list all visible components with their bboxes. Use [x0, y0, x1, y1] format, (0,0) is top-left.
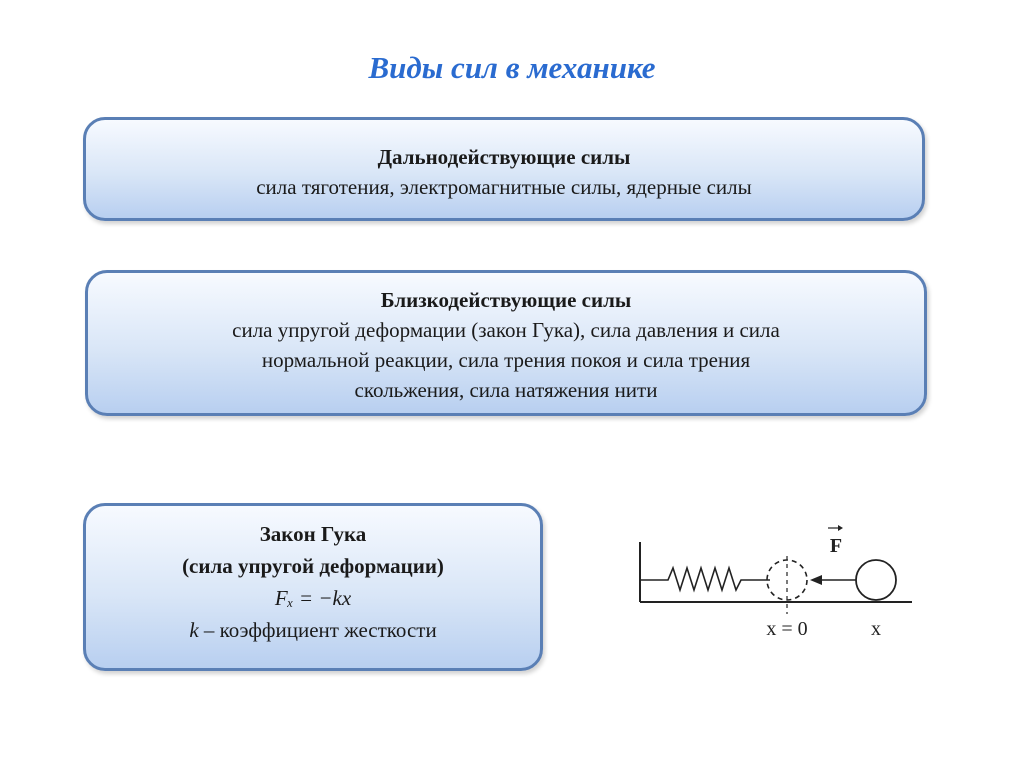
long-range-heading: Дальнодействующие силы: [377, 145, 631, 169]
spring-diagram: F x = 0 x: [639, 525, 912, 640]
hooke-subheading: (сила упругой деформации): [182, 554, 444, 578]
stiffness-text: – коэффициент жесткости: [198, 618, 437, 642]
long-range-forces-box: Дальнодействующие силы сила тяготения, э…: [83, 117, 925, 221]
short-range-line-2: нормальной реакции, сила трения покоя и …: [261, 348, 751, 372]
hooke-heading: Закон Гука: [259, 522, 367, 546]
short-range-line-3: скольжения, сила натяжения нити: [354, 378, 658, 402]
short-range-heading: Близкодействующие силы: [380, 288, 632, 312]
force-arrow-head-icon: [810, 575, 822, 585]
stiffness-line: k – коэффициент жесткости: [86, 614, 540, 646]
slide-title: Виды сил в механике: [368, 50, 656, 85]
hooke-law-box: Закон Гука (сила упругой деформации) Fₓ …: [83, 503, 543, 671]
stiffness-symbol: k: [189, 618, 199, 642]
force-label: F: [830, 535, 842, 557]
origin-label: x = 0: [766, 618, 807, 640]
spring-icon: [640, 565, 770, 593]
ball-icon: [855, 559, 897, 601]
short-range-forces-box: Близкодействующие силы сила упругой дефо…: [85, 270, 927, 416]
long-range-text: сила тяготения, электромагнитные силы, я…: [256, 175, 752, 199]
hooke-formula: Fₓ = −kx: [274, 586, 352, 610]
short-range-line-1: сила упругой деформации (закон Гука), си…: [232, 318, 780, 342]
vector-bar-head-icon: [838, 525, 843, 531]
x-label: x: [871, 618, 881, 640]
